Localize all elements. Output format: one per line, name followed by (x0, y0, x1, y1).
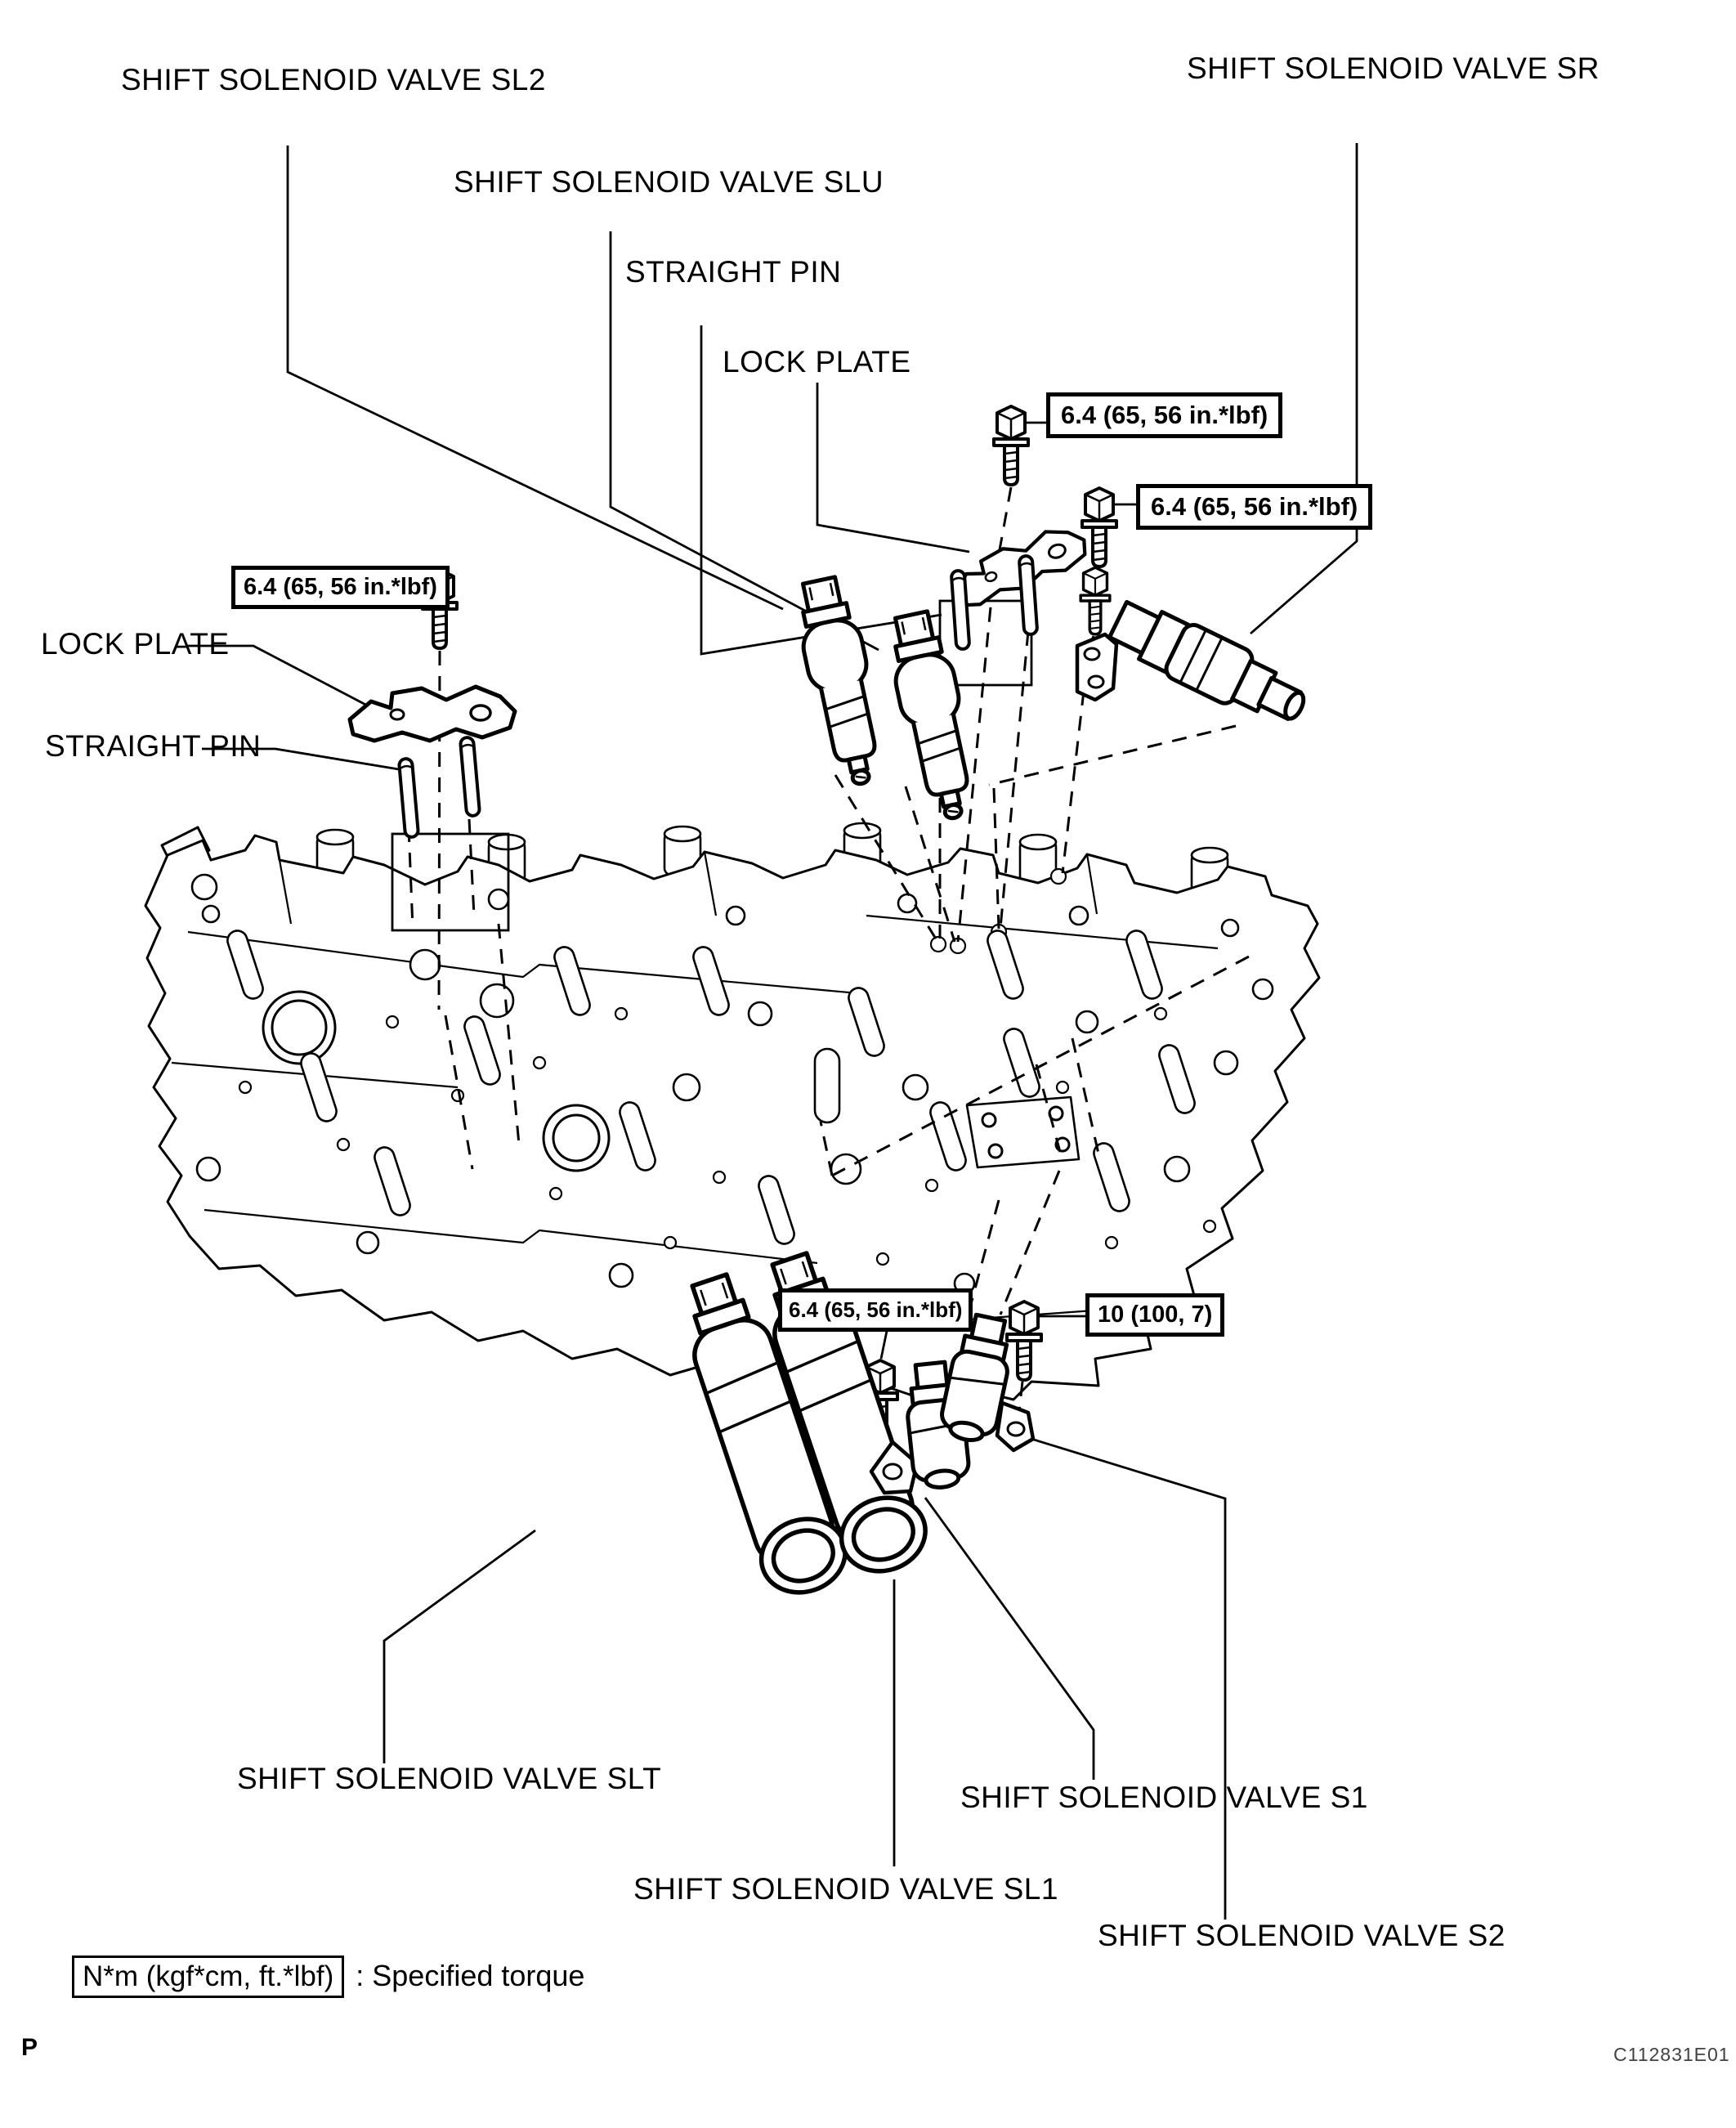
label-shift-solenoid-valve-s1: SHIFT SOLENOID VALVE S1 (960, 1781, 1368, 1814)
label-leader-lines (186, 143, 1358, 1920)
solenoid-s2-part (937, 1312, 1036, 1453)
torque-callout-right: 6.4 (65, 56 in.*lbf) (1136, 484, 1373, 530)
label-lock-plate-top: LOCK PLATE (723, 345, 911, 379)
leader-lock-plate-top (816, 383, 970, 553)
valve-body-illustration (144, 822, 1321, 1404)
straight-pin-left-2 (458, 735, 482, 818)
label-straight-pin-top: STRAIGHT PIN (625, 255, 842, 289)
legend-torque-unit-box: N*m (kgf*cm, ft.*lbf) (72, 1956, 345, 1998)
leader-slt (383, 1529, 536, 1763)
leader-straight-pin-left (202, 747, 405, 772)
label-shift-solenoid-valve-sl2: SHIFT SOLENOID VALVE SL2 (121, 63, 546, 96)
bolt-t64-right (1081, 486, 1118, 568)
straight-pin-left-1 (396, 756, 421, 840)
leader-straight-pin-top (700, 325, 942, 656)
leader-s2 (1022, 1435, 1227, 1920)
label-shift-solenoid-valve-s2: SHIFT SOLENOID VALVE S2 (1098, 1919, 1506, 1952)
torque-callout-left: 6.4 (65, 56 in.*lbf) (231, 566, 450, 609)
bolt-t64-top (992, 405, 1030, 486)
leader-sl2 (286, 146, 784, 611)
torque-callout-bottom: 6.4 (65, 56 in.*lbf) (778, 1288, 973, 1332)
torque-legend: N*m (kgf*cm, ft.*lbf) : Specified torque (72, 1956, 584, 1998)
label-shift-solenoid-valve-slu: SHIFT SOLENOID VALVE SLU (454, 165, 884, 199)
torque-callout-10nm: 10 (100, 7) (1085, 1293, 1225, 1337)
label-shift-solenoid-valve-sr: SHIFT SOLENOID VALVE SR (1187, 52, 1600, 85)
leader-slu (609, 231, 879, 652)
figure-code: C112831E01 (1613, 2044, 1730, 2065)
page-marker: P (21, 2034, 38, 2061)
leader-s1 (924, 1497, 1095, 1780)
leader-sr (1250, 143, 1358, 635)
solenoid-s1-part (869, 1360, 971, 1495)
label-shift-solenoid-valve-slt: SHIFT SOLENOID VALVE SLT (237, 1762, 662, 1795)
label-straight-pin-left: STRAIGHT PIN (45, 729, 262, 763)
torque-callout-top: 6.4 (65, 56 in.*lbf) (1046, 392, 1283, 438)
solenoid-sr-part (1075, 594, 1314, 736)
pin-bracket-left (391, 832, 510, 932)
label-shift-solenoid-valve-sl1: SHIFT SOLENOID VALVE SL1 (633, 1872, 1058, 1906)
bolt-sr-bracket (1079, 566, 1112, 636)
callout-line-t64-bottom (879, 1330, 888, 1360)
label-lock-plate-left: LOCK PLATE (41, 627, 230, 661)
solenoid-sl2-part (790, 575, 891, 790)
legend-description: : Specified torque (356, 1959, 585, 1992)
lock-plate-left-part (350, 687, 515, 741)
leader-lock-plate-left (186, 644, 391, 719)
